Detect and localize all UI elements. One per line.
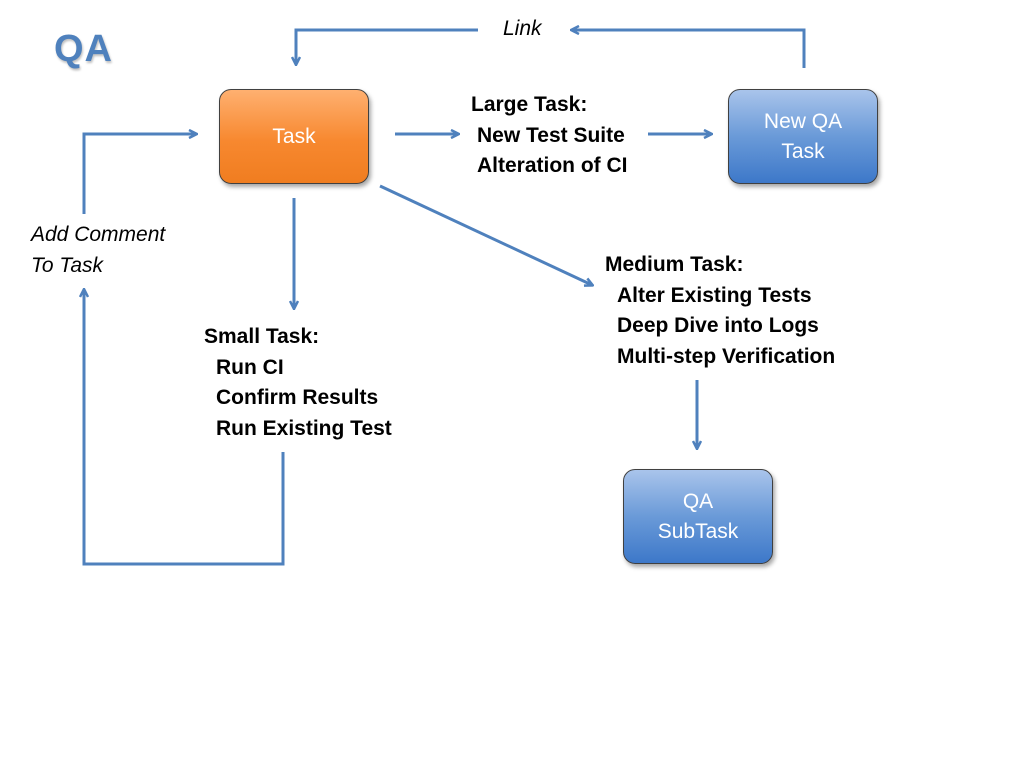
task-node-label: Task	[272, 124, 316, 148]
medium-task-heading: Medium Task:	[605, 253, 744, 276]
add-comment-line-1: Add Comment	[31, 223, 166, 246]
large-task-item: New Test Suite	[477, 123, 625, 147]
large-task-item: Alteration of CI	[477, 154, 628, 177]
medium-task-item: Deep Dive into Logs	[617, 314, 819, 337]
new-qa-task-node[interactable]: New QA Task	[728, 89, 878, 184]
arrow-task-to-medium	[379, 184, 592, 285]
medium-task-item: Alter Existing Tests	[617, 283, 812, 307]
small-task-heading: Small Task:	[204, 325, 320, 348]
large-task-group: Large Task: New Test Suite Alteration of…	[471, 90, 628, 182]
add-comment-label: Add Comment To Task	[31, 220, 165, 281]
arrow-small-to-comment	[84, 290, 285, 566]
new-qa-task-label-line-2: Task	[781, 139, 825, 163]
arrow-link-left-segment	[296, 28, 478, 64]
small-task-group: Small Task: Run CI Confirm Results Run E…	[204, 322, 392, 444]
qa-subtask-label-line-2: SubTask	[657, 519, 739, 543]
medium-task-group: Medium Task: Alter Existing Tests Deep D…	[605, 250, 835, 372]
large-task-heading: Large Task:	[471, 93, 588, 116]
link-label: Link	[503, 17, 542, 40]
new-qa-task-label-line-1: New QA	[763, 109, 843, 133]
small-task-item: Run CI	[216, 355, 284, 379]
arrow-comment-to-task	[82, 134, 196, 214]
medium-task-item: Multi-step Verification	[617, 344, 836, 368]
qa-subtask-node[interactable]: QA SubTask	[623, 469, 773, 564]
small-task-item: Confirm Results	[216, 386, 379, 409]
page-title: QA	[54, 28, 113, 70]
qa-subtask-label-line-1: QA	[682, 489, 714, 513]
small-task-item: Run Existing Test	[216, 416, 392, 440]
add-comment-line-2: To Task	[31, 253, 103, 277]
arrow-link-right-segment	[572, 30, 806, 68]
task-node[interactable]: Task	[219, 89, 369, 184]
